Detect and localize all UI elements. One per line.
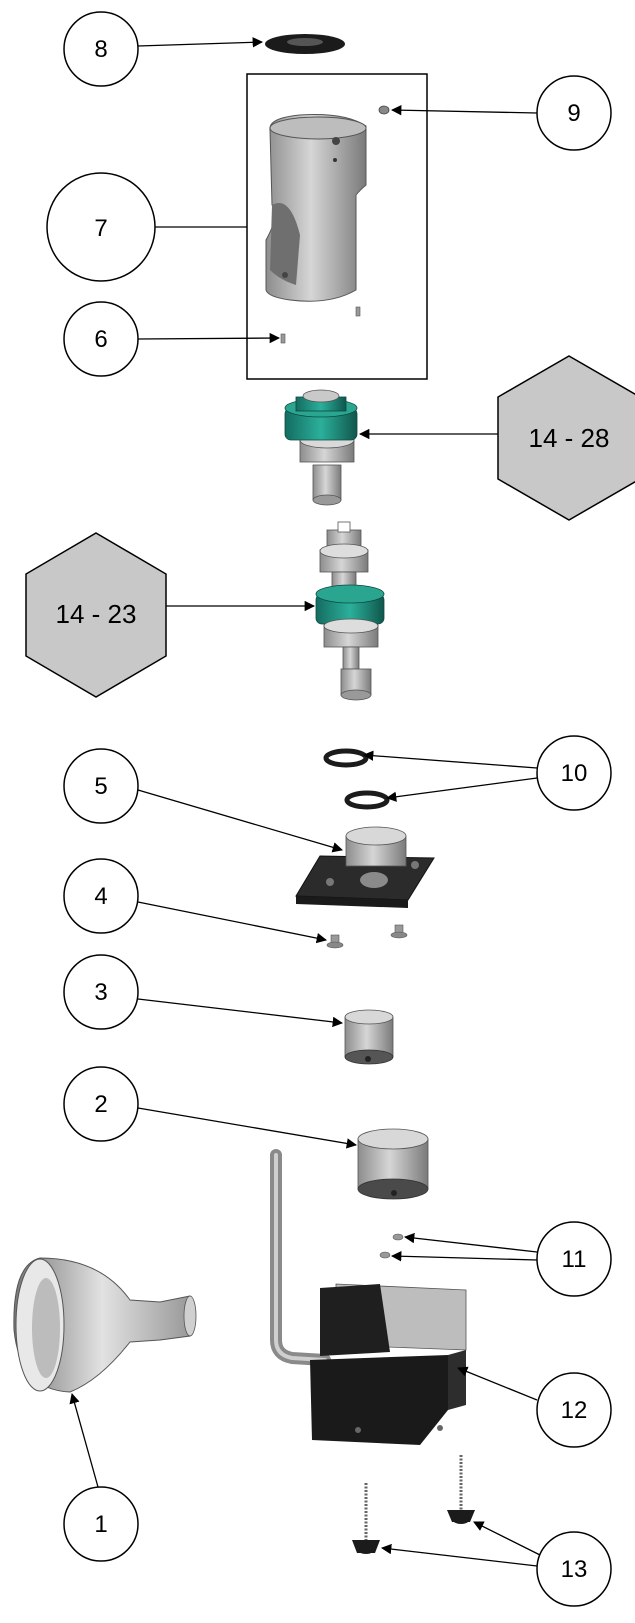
gear-shaft-assembly-lower	[315, 521, 385, 701]
callout-5-label: 5	[94, 773, 107, 800]
part-1-funnel	[13, 1257, 197, 1393]
callout-7: 7	[46, 172, 156, 282]
leader-11b	[390, 1251, 538, 1262]
part-13-knobs	[352, 1455, 475, 1554]
reference-hex-14-23: 14 - 23	[25, 532, 167, 698]
part-10-rings	[323, 748, 390, 810]
callout-8-label: 8	[94, 36, 107, 63]
leader-8	[137, 37, 264, 48]
part-8-washer	[265, 34, 345, 54]
callout-7-label: 7	[94, 215, 107, 242]
reference-14-23-label: 14 - 23	[56, 599, 137, 629]
part-5-plate	[295, 826, 435, 908]
reference-14-28-label: 14 - 28	[529, 423, 610, 453]
leader-10b	[385, 777, 538, 802]
leader-6	[137, 332, 281, 344]
callout-8: 8	[63, 11, 139, 87]
leader-4	[137, 901, 328, 944]
callout-1-label: 1	[94, 1511, 107, 1538]
callout-4: 4	[63, 858, 139, 934]
callout-13: 13	[536, 1531, 612, 1607]
callout-12-label: 12	[561, 1397, 588, 1424]
leader-11a	[403, 1232, 538, 1253]
leader-1	[69, 1392, 99, 1488]
part-7-housing	[265, 114, 367, 302]
callout-4-label: 4	[94, 883, 107, 910]
part-4-screws	[326, 924, 408, 949]
callout-6: 6	[63, 301, 139, 377]
leader-3	[137, 998, 344, 1028]
callout-9-label: 9	[567, 100, 580, 127]
leader-10a	[362, 750, 538, 769]
leader-13b	[380, 1543, 538, 1567]
callout-11: 11	[536, 1221, 612, 1297]
callout-1: 1	[63, 1486, 139, 1562]
leader-9	[390, 104, 538, 116]
gear-shaft-assembly-upper	[284, 389, 358, 506]
part-6-pins	[280, 306, 361, 344]
callout-5: 5	[63, 748, 139, 824]
callout-12: 12	[536, 1372, 612, 1448]
part-2-bushing	[357, 1128, 429, 1200]
callout-9: 9	[536, 75, 612, 151]
callout-2: 2	[63, 1066, 139, 1142]
leader-12	[457, 1366, 538, 1401]
callout-3-label: 3	[94, 979, 107, 1006]
callout-2-label: 2	[94, 1091, 107, 1118]
part-11-screws	[379, 1233, 404, 1259]
callout-10-label: 10	[561, 760, 588, 787]
reference-hex-14-28: 14 - 28	[497, 355, 635, 521]
callout-6-label: 6	[94, 326, 107, 353]
callout-10: 10	[536, 735, 612, 811]
callout-11-label: 11	[562, 1246, 587, 1273]
part-3-bushing	[344, 1009, 394, 1065]
leader-5	[137, 789, 343, 853]
leader-13a	[473, 1521, 541, 1556]
part-12-base	[270, 1149, 467, 1445]
callout-13-label: 13	[561, 1556, 588, 1583]
part-9-pin	[378, 105, 390, 115]
callout-3: 3	[63, 954, 139, 1030]
leader-2	[137, 1107, 358, 1149]
